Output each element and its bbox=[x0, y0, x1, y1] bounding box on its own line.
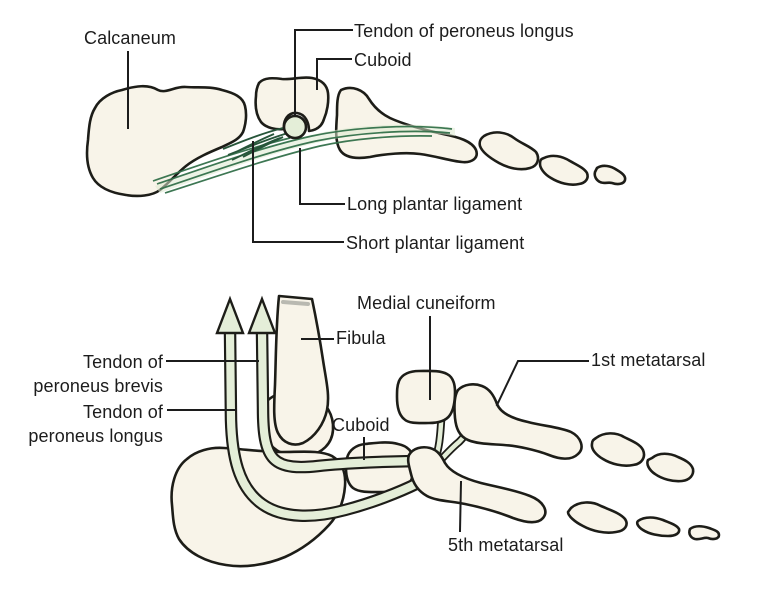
fibula-cut-shading bbox=[281, 300, 310, 306]
top-phalanx-2 bbox=[538, 154, 589, 186]
fifth-toe-phalanx-3 bbox=[688, 524, 721, 541]
tendon-peroneus-longus-label-line2: peroneus longus bbox=[28, 426, 163, 446]
peroneus-longus-tendon-cross-section bbox=[282, 114, 308, 140]
top-diagram bbox=[85, 76, 627, 198]
leader-lines bbox=[127, 29, 589, 533]
top-phalanx-1 bbox=[478, 131, 540, 171]
peroneus-brevis-arrow bbox=[247, 295, 277, 335]
medial-cuneiform-bone bbox=[395, 369, 457, 425]
first-metatarsal-bone bbox=[453, 383, 583, 460]
leader-fifth-metatarsal bbox=[458, 480, 463, 533]
calcaneum-label: Calcaneum bbox=[84, 28, 176, 48]
first-toe-phalanx-1 bbox=[590, 432, 646, 467]
short-plantar-ligament bbox=[222, 127, 289, 161]
fifth-toe-phalanx-2 bbox=[635, 516, 681, 538]
cuboid-bottom-label: Cuboid bbox=[332, 415, 390, 435]
fifth-metatarsal-label: 5th metatarsal bbox=[448, 535, 564, 555]
tendon-peroneus-brevis-label-line2: peroneus brevis bbox=[33, 376, 163, 396]
long-plantar-ligament bbox=[152, 124, 455, 194]
fifth-toe-phalanx-1 bbox=[566, 501, 628, 534]
tendon-peroneus-longus-bottom-label: Tendon of peroneus longus bbox=[28, 400, 163, 448]
first-metatarsal-label: 1st metatarsal bbox=[591, 350, 706, 370]
tendon-peroneus-brevis-label: Tendon of peroneus brevis bbox=[33, 350, 163, 398]
peroneus-longus-arrow bbox=[215, 295, 245, 335]
leader-tendon-peroneus-longus-top bbox=[294, 29, 353, 116]
short-plantar-ligament-label: Short plantar ligament bbox=[346, 233, 525, 253]
bottom-diagram bbox=[170, 294, 721, 568]
cuboid-top-label: Cuboid bbox=[354, 50, 412, 70]
long-plantar-ligament-label: Long plantar ligament bbox=[347, 194, 523, 214]
peroneus-brevis-tendon bbox=[247, 295, 431, 474]
fibula-label: Fibula bbox=[336, 328, 386, 348]
fibula-bone bbox=[272, 294, 330, 446]
fifth-metatarsal-bone bbox=[406, 445, 547, 524]
tendon-peroneus-longus-top-label: Tendon of peroneus longus bbox=[354, 21, 574, 41]
top-phalanx-3 bbox=[593, 164, 627, 186]
tendon-peroneus-brevis-label-line1: Tendon of bbox=[83, 352, 163, 372]
top-cuboid-bone bbox=[254, 76, 330, 133]
leader-first-metatarsal bbox=[495, 360, 589, 407]
first-toe-phalanx-2 bbox=[646, 452, 695, 483]
top-calcaneus-bone bbox=[85, 84, 248, 198]
leader-short-plantar-ligament bbox=[252, 141, 344, 243]
leader-long-plantar-ligament bbox=[299, 148, 345, 205]
medial-cuneiform-label: Medial cuneiform bbox=[357, 293, 496, 313]
leader-cuboid-top bbox=[316, 58, 352, 90]
tendon-peroneus-longus-label-line1: Tendon of bbox=[83, 402, 163, 422]
